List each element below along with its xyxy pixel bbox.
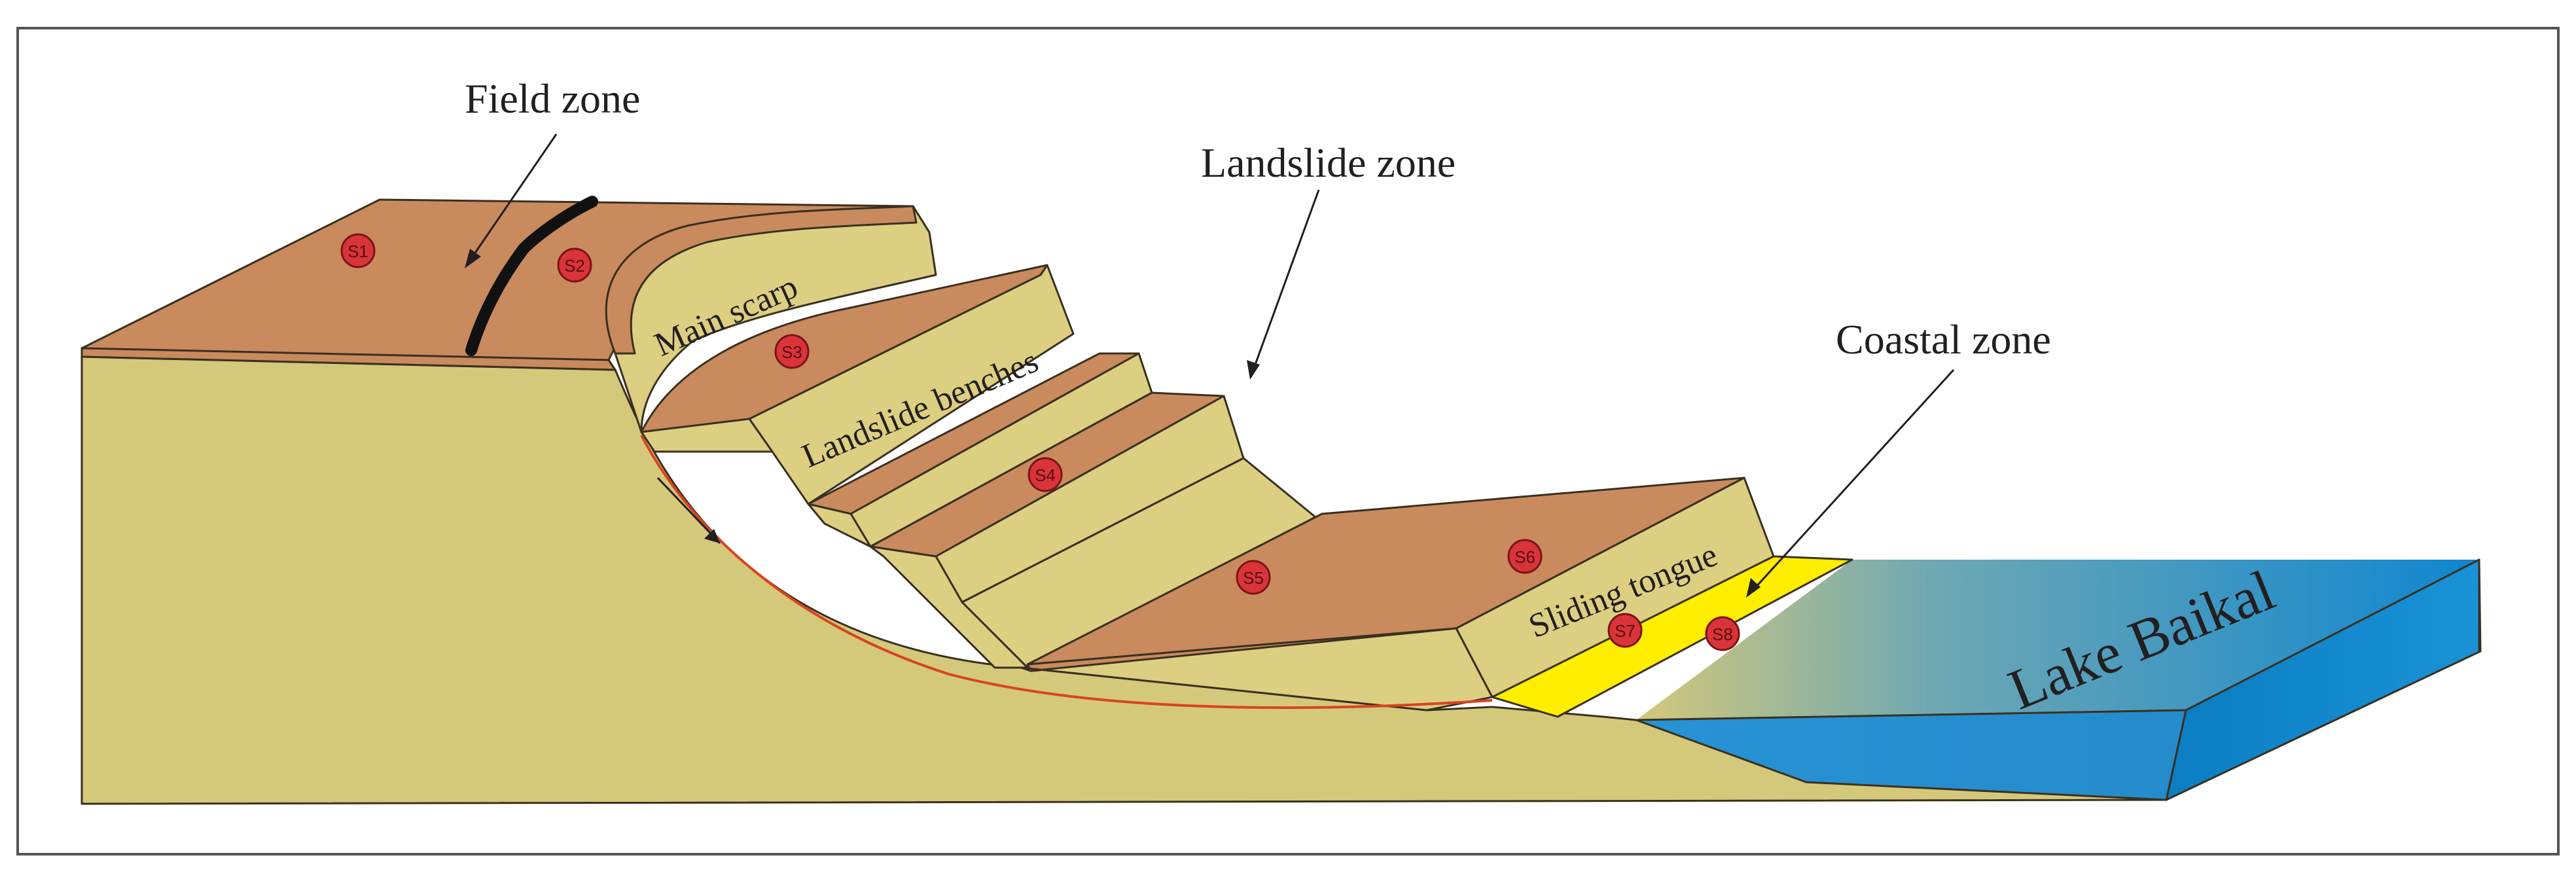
svg-text:S3: S3 <box>781 342 802 362</box>
lake-block <box>1636 558 2482 801</box>
slip-surface <box>640 435 1493 710</box>
svg-text:S1: S1 <box>348 242 368 261</box>
landslide-zone-leader <box>1252 189 1320 370</box>
sample-s2: S2 <box>557 247 592 283</box>
sliding-tongue-block <box>1020 477 1853 718</box>
bench-1-front <box>640 418 774 453</box>
svg-text:S5: S5 <box>1243 568 1264 588</box>
slip-arrow-head <box>704 529 720 543</box>
sample-s1: S1 <box>340 233 376 268</box>
field-zone-leader <box>470 134 558 259</box>
sample-markers: S1 S2 S3 S4 S5 S6 S7 S8 <box>340 233 1740 651</box>
sample-s4: S4 <box>1028 457 1063 492</box>
svg-text:S6: S6 <box>1514 547 1535 567</box>
sample-s8: S8 <box>1705 616 1740 651</box>
sample-s3: S3 <box>774 334 810 369</box>
sample-s6: S6 <box>1507 539 1543 574</box>
sample-s5: S5 <box>1236 560 1271 595</box>
field-zone-edge <box>80 347 617 371</box>
coastal-strip <box>1491 555 1853 718</box>
bench-1-top <box>640 264 1048 433</box>
landslide-benches <box>640 264 1317 669</box>
leader-arrows <box>465 134 1955 598</box>
landslide-zone-label: Landslide zone <box>1201 139 1456 186</box>
coastal-zone-leader <box>1753 369 1955 590</box>
field-zone-label: Field zone <box>465 75 640 122</box>
coastal-zone-label: Coastal zone <box>1836 316 2051 363</box>
svg-text:S2: S2 <box>564 256 585 276</box>
fault-line <box>465 196 598 356</box>
main-scarp-block <box>605 205 937 433</box>
lake-top-surface <box>1636 560 2479 720</box>
svg-text:S4: S4 <box>1035 465 1056 485</box>
main-scarp-rim <box>605 205 918 355</box>
sample-s7: S7 <box>1607 613 1643 648</box>
slip-direction-arrow <box>656 477 721 545</box>
lake-front-face <box>1636 710 2186 800</box>
svg-text:S8: S8 <box>1712 624 1733 644</box>
svg-text:S7: S7 <box>1615 621 1636 641</box>
